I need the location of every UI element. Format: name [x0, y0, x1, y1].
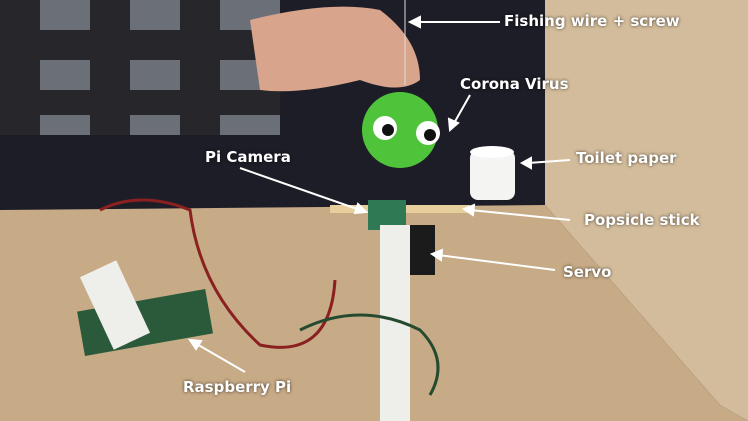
- toilet-paper-roll: [470, 150, 515, 200]
- label-pi-camera: Pi Camera: [205, 148, 291, 166]
- pi-ribbon: [79, 260, 151, 350]
- label-servo: Servo: [563, 263, 612, 281]
- label-popsicle-stick: Popsicle stick: [584, 211, 700, 229]
- label-raspberry-pi: Raspberry Pi: [183, 378, 292, 396]
- annotation-arrows: [188, 15, 571, 373]
- label-fishing-wire: Fishing wire + screw: [504, 12, 680, 30]
- servo-motor: [410, 225, 435, 275]
- floor: [0, 205, 748, 421]
- label-corona-virus: Corona Virus: [460, 75, 569, 93]
- corona-virus-toy: [362, 92, 438, 168]
- right-wall: [545, 0, 748, 421]
- hand: [250, 6, 420, 92]
- wires: [99, 198, 337, 349]
- plaid-pattern: [0, 0, 280, 135]
- label-toilet-paper: Toilet paper: [576, 149, 677, 167]
